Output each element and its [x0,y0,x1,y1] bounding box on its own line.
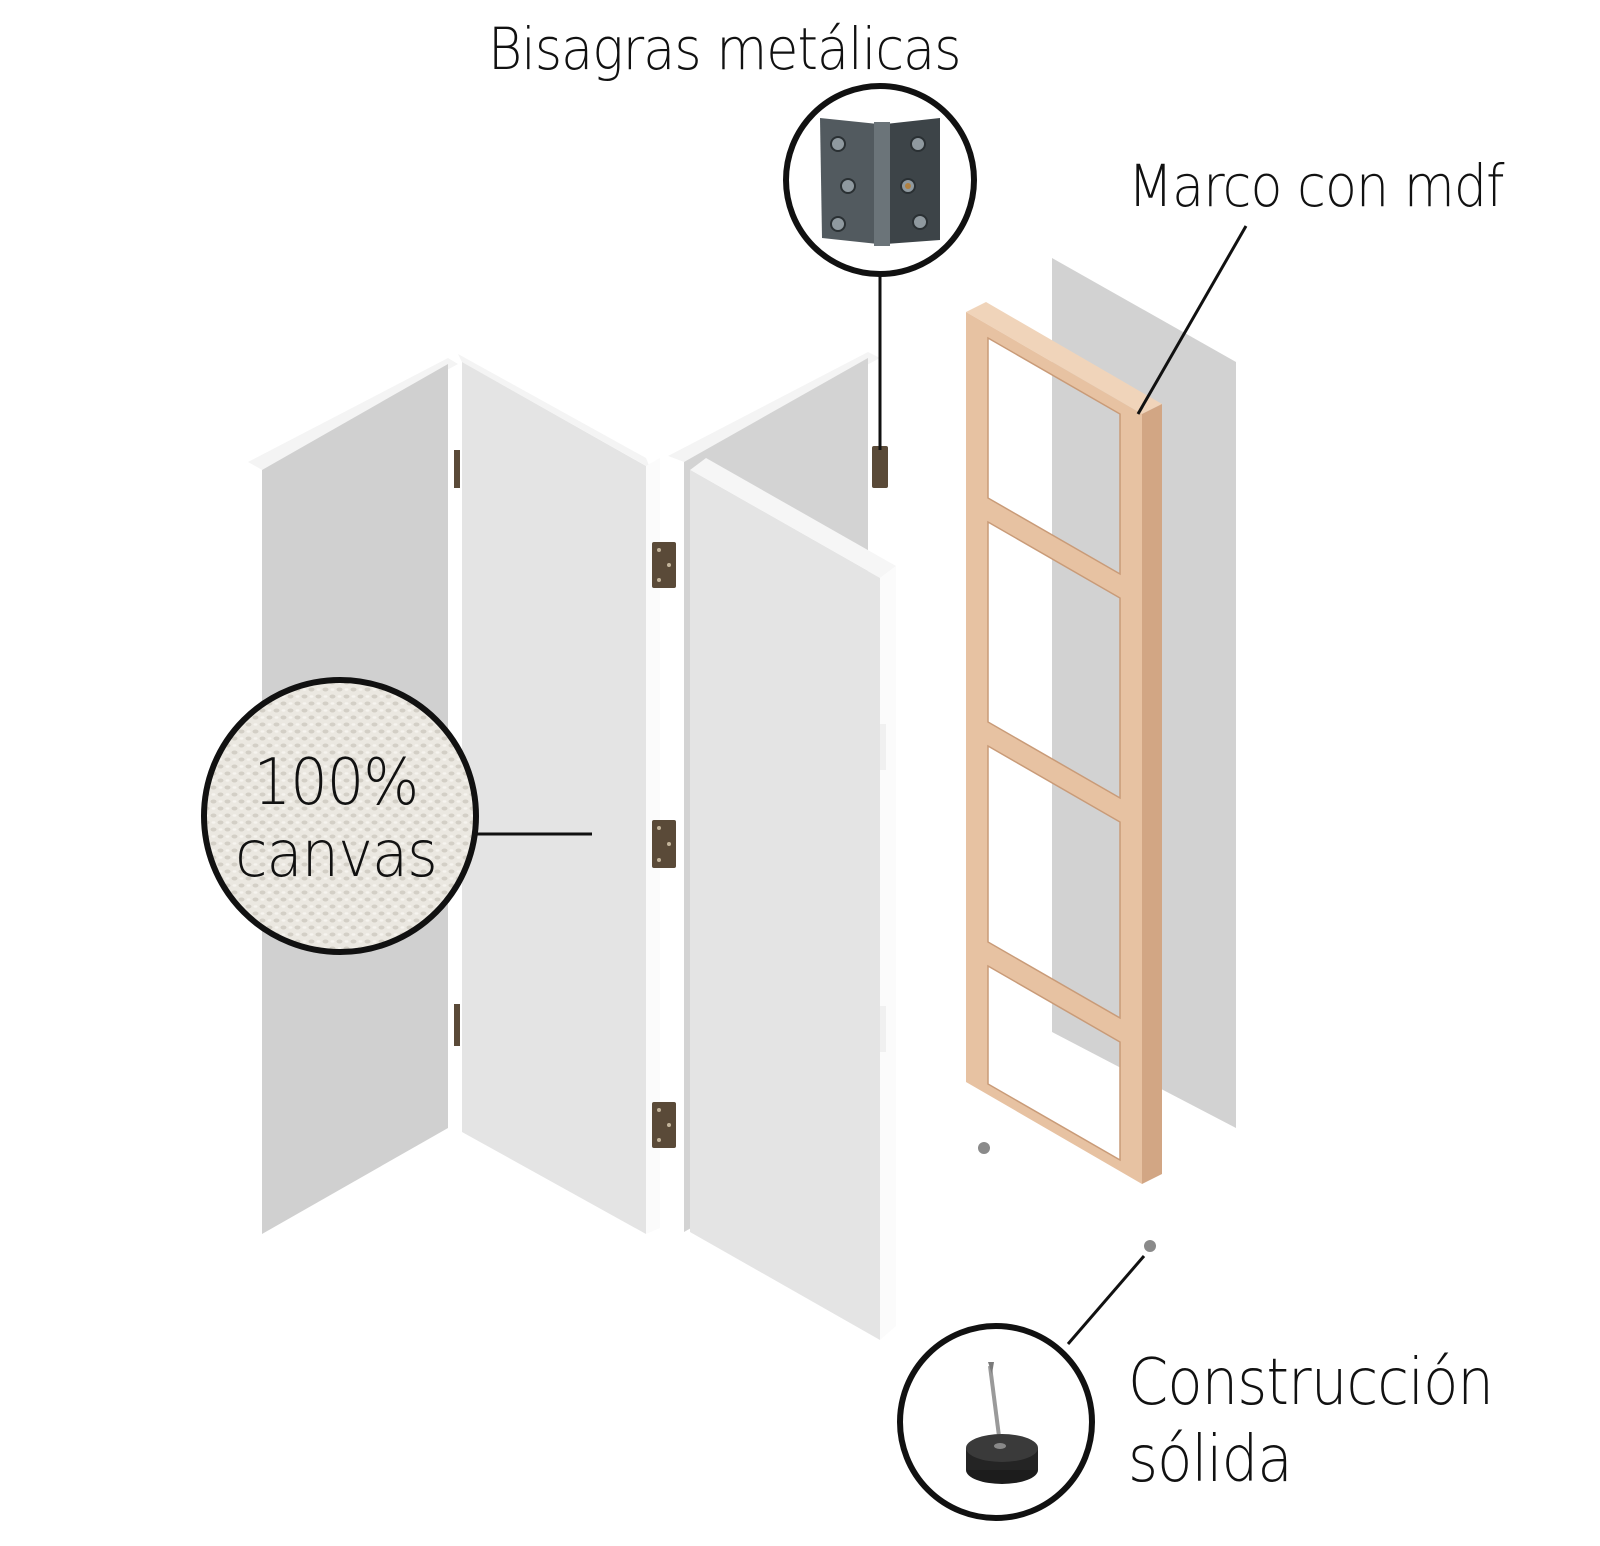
hinges-on-screen [454,446,888,1148]
frame-label: Marco con mdf [1128,152,1504,220]
solid-label-line-2: sólida [1128,1422,1293,1497]
solid-label-line-1: Construcción [1128,1346,1494,1420]
mdf-frame [966,302,1162,1184]
canvas-texture-icon [201,677,479,955]
canvas-label: 100% canvas [213,746,460,892]
foot-glide-icon [966,1362,1038,1484]
canvas-label-line-1: 100% [253,746,420,820]
hinge-callout [783,83,977,277]
callout-lines [476,225,1248,1345]
screen-panel-2 [458,354,660,1234]
foot-glide-callout [897,1323,1095,1521]
hinges-label: Bisagras metálicas [488,15,961,83]
canvas-label-line-2: canvas [235,817,438,892]
screw-dot-left [978,1142,990,1154]
hinge-icon [820,118,940,246]
screw-dot-right [1144,1240,1156,1252]
solid-construction-label: Construcción sólida [1128,1345,1494,1499]
screen-panel-4 [690,458,896,1340]
